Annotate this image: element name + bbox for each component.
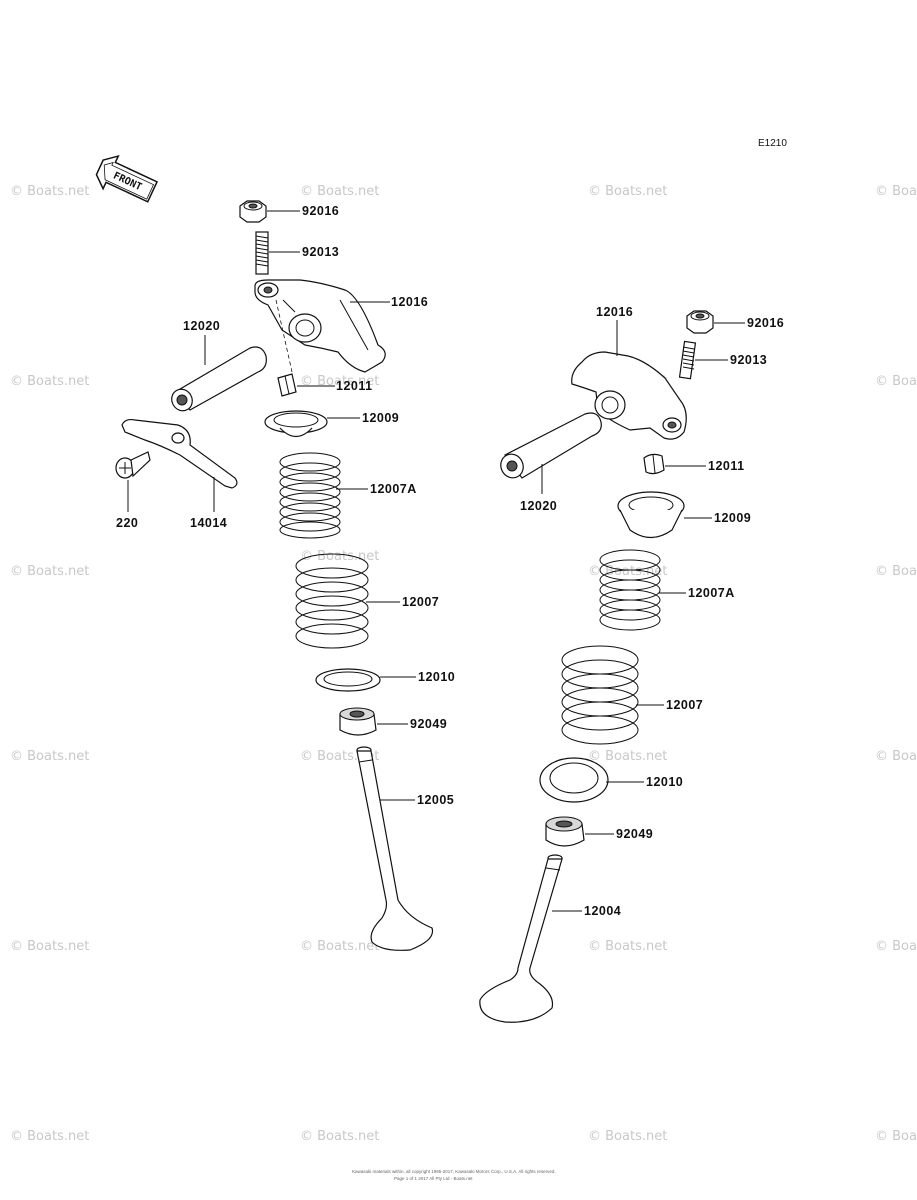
part-label-12005: 12005: [417, 793, 454, 807]
rocker-shaft-icon: [500, 412, 602, 479]
outer-spring-icon: [295, 553, 369, 649]
front-arrow-icon: FRONT: [95, 154, 159, 203]
adjusting-screw-icon: [255, 231, 269, 275]
part-label-12004-right: 12004: [584, 904, 621, 918]
watermark: © Boats.net: [300, 374, 379, 389]
part-label-92016-right: 92016: [747, 316, 784, 330]
inner-spring-icon: [279, 452, 341, 539]
intake-valve-icon: [479, 854, 563, 1023]
diagram-code: E1210: [758, 138, 787, 149]
outer-spring-icon: [561, 645, 639, 745]
spring-retainer-icon: [617, 491, 685, 539]
part-label-12010-right: 12010: [646, 775, 683, 789]
watermark: © Boats.net: [300, 184, 379, 199]
guide-plate-icon: [121, 418, 238, 489]
part-label-12007A-right: 12007A: [688, 586, 735, 600]
nut-icon: [686, 310, 714, 334]
spring-seat-icon: [539, 757, 609, 803]
part-label-12011-right: 12011: [708, 459, 745, 473]
part-label-12010: 12010: [418, 670, 455, 684]
part-label-220: 220: [116, 516, 138, 530]
part-label-92013-right: 92013: [730, 353, 767, 367]
valve-cotter-icon: [277, 373, 297, 397]
watermark: © Boats.net: [875, 749, 917, 764]
watermark: © Boats.net: [10, 374, 89, 389]
valve-cotter-icon: [643, 453, 665, 475]
watermark: © Boats.net: [10, 939, 89, 954]
watermark: © Boats.net: [875, 1129, 917, 1144]
part-label-14014: 14014: [190, 516, 227, 530]
spring-retainer-icon: [264, 410, 328, 438]
rocker-arm-icon: [571, 351, 687, 440]
watermark: © Boats.net: [588, 1129, 667, 1144]
part-label-92049: 92049: [410, 717, 447, 731]
part-label-92049-right: 92049: [616, 827, 653, 841]
part-label-12009: 12009: [362, 411, 399, 425]
part-label-12020-right: 12020: [520, 499, 557, 513]
part-label-92016: 92016: [302, 204, 339, 218]
exhaust-valve-icon: [356, 746, 434, 951]
copyright-text: Kawasaki materials within, all copyright…: [352, 1169, 556, 1174]
part-label-12020: 12020: [183, 319, 220, 333]
rocker-arm-icon: [254, 279, 386, 373]
part-label-12007: 12007: [402, 595, 439, 609]
part-label-12009-right: 12009: [714, 511, 751, 525]
watermark: © Boats.net: [875, 564, 917, 579]
watermark: © Boats.net: [588, 939, 667, 954]
watermark: © Boats.net: [10, 749, 89, 764]
watermark: © Boats.net: [10, 1129, 89, 1144]
watermark: © Boats.net: [588, 749, 667, 764]
oil-seal-icon: [339, 707, 377, 736]
rocker-shaft-icon: [171, 346, 267, 412]
watermark: © Boats.net: [875, 939, 917, 954]
copyright-text-2: Page 1 of 1 2017 All Pty Ltd - Boats.net: [394, 1176, 473, 1181]
spring-seat-icon: [315, 668, 381, 692]
watermark: © Boats.net: [10, 564, 89, 579]
adjusting-screw-icon: [678, 340, 697, 380]
watermark: © Boats.net: [10, 184, 89, 199]
watermark: © Boats.net: [588, 184, 667, 199]
part-label-12016: 12016: [391, 295, 428, 309]
watermark: © Boats.net: [300, 939, 379, 954]
part-label-92013: 92013: [302, 245, 339, 259]
oil-seal-icon: [545, 816, 585, 847]
watermark: © Boats.net: [875, 184, 917, 199]
part-label-12007A: 12007A: [370, 482, 417, 496]
nut-icon: [239, 200, 267, 223]
watermark: © Boats.net: [300, 1129, 379, 1144]
part-label-12007-right: 12007: [666, 698, 703, 712]
inner-spring-icon: [599, 549, 661, 631]
watermark: © Boats.net: [875, 374, 917, 389]
part-label-12016-right: 12016: [596, 305, 633, 319]
watermark: © Boats.net: [300, 549, 379, 564]
part-label-12011: 12011: [336, 379, 373, 393]
screw-icon: [115, 451, 151, 479]
